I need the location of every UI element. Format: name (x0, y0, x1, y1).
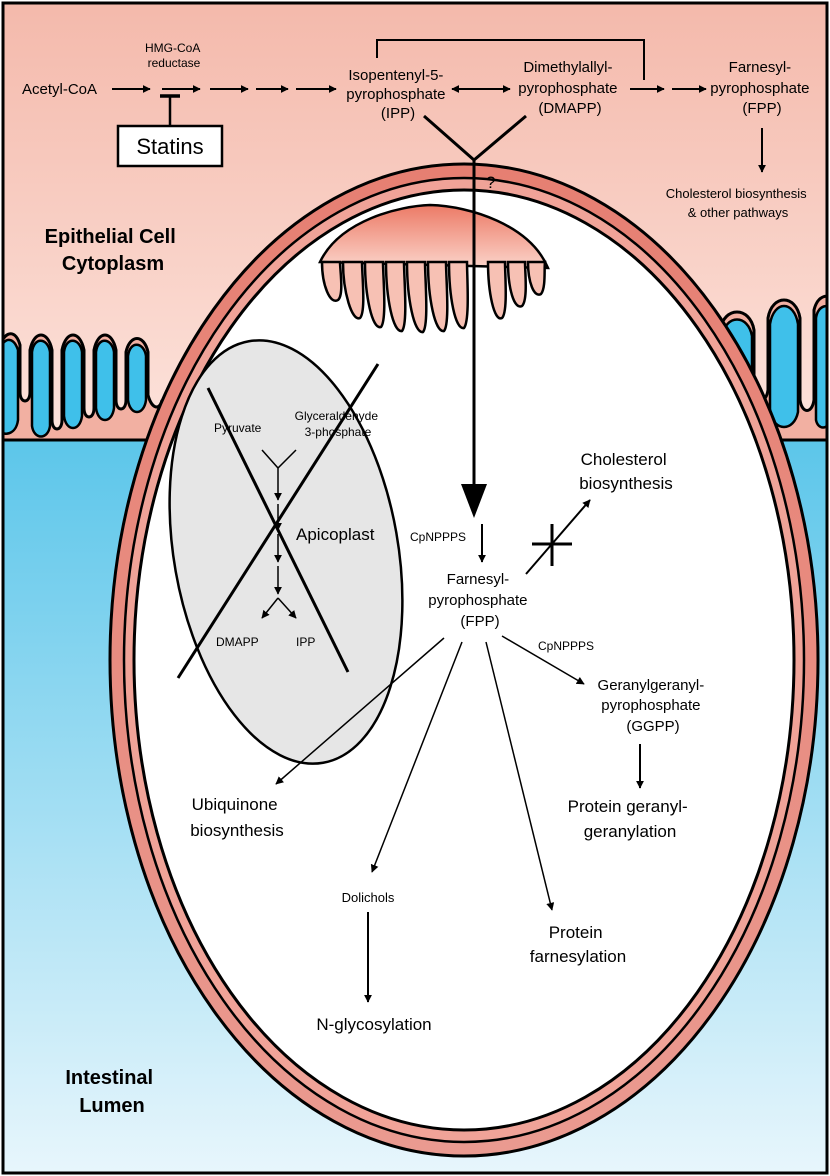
statins-label: Statins (136, 134, 203, 159)
dolichols-label: Dolichols (342, 890, 395, 905)
hmg-coa-reductase-label: HMG-CoA reductase (145, 41, 203, 70)
apicoplast-dmapp-label: DMAPP (216, 635, 259, 649)
apicoplast-ipp-label: IPP (296, 635, 315, 649)
pyruvate-label: Pyruvate (214, 421, 262, 435)
uptake-question: ? (486, 173, 495, 192)
apicoplast-label: Apicoplast (296, 525, 375, 544)
enzyme-npps-1: CpNPPPS (410, 530, 466, 544)
n-glycosylation-label: N-glycosylation (316, 1015, 431, 1034)
acetyl-coa-label: Acetyl-CoA (22, 81, 97, 98)
enzyme-npps-2: CpNPPPS (538, 639, 594, 653)
